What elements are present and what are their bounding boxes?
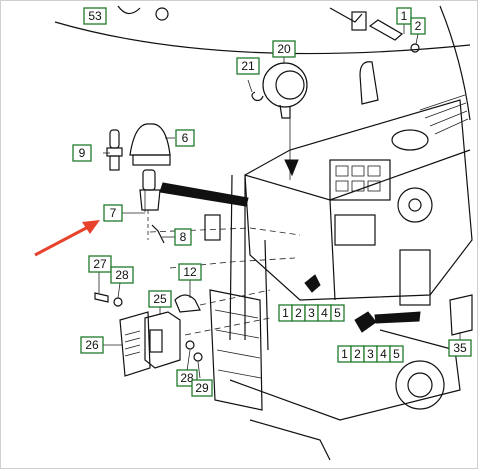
svg-text:25: 25 bbox=[153, 292, 167, 306]
svg-text:28: 28 bbox=[115, 268, 129, 282]
bracket-part bbox=[151, 224, 165, 244]
svg-text:29: 29 bbox=[195, 381, 209, 395]
callout-1-mid: 1 bbox=[278, 304, 293, 322]
callout-9: 9 bbox=[72, 144, 92, 162]
svg-text:35: 35 bbox=[453, 341, 467, 355]
callout-8: 8 bbox=[174, 228, 192, 246]
callout-2-low: 2 bbox=[350, 345, 365, 363]
control-boxes bbox=[119, 311, 203, 377]
callout-3-mid: 3 bbox=[304, 304, 319, 322]
callout-4-mid: 4 bbox=[317, 304, 332, 322]
svg-text:9: 9 bbox=[79, 146, 86, 160]
callout-2-mid: 2 bbox=[291, 304, 306, 322]
red-arrow bbox=[34, 220, 100, 257]
svg-text:4: 4 bbox=[321, 306, 328, 320]
svg-text:1: 1 bbox=[282, 306, 289, 320]
callout-1-low: 1 bbox=[337, 345, 352, 363]
callout-leaders bbox=[98, 24, 461, 379]
callout-4-low: 4 bbox=[376, 345, 391, 363]
top-right-curve bbox=[439, 5, 471, 121]
callout-25: 25 bbox=[148, 290, 172, 308]
pointer-down bbox=[284, 159, 299, 177]
svg-text:27: 27 bbox=[93, 257, 107, 271]
callout-53: 53 bbox=[83, 7, 107, 25]
svg-text:7: 7 bbox=[110, 206, 117, 220]
connector-mid bbox=[304, 274, 321, 293]
callout-2-top: 2 bbox=[410, 17, 426, 35]
svg-text:1: 1 bbox=[341, 347, 348, 361]
top-parts bbox=[117, 5, 420, 53]
callout-35: 35 bbox=[448, 339, 472, 357]
svg-text:21: 21 bbox=[241, 59, 255, 73]
pointer-arrow-low bbox=[374, 311, 421, 324]
svg-text:1: 1 bbox=[401, 9, 408, 23]
part-12 bbox=[174, 294, 201, 313]
callout-27: 27 bbox=[88, 255, 112, 273]
callout-5-low: 5 bbox=[389, 345, 404, 363]
svg-text:53: 53 bbox=[88, 9, 102, 23]
svg-text:8: 8 bbox=[180, 230, 187, 244]
svg-text:20: 20 bbox=[277, 42, 291, 56]
svg-text:2: 2 bbox=[354, 347, 361, 361]
callout-5-mid: 5 bbox=[330, 304, 345, 322]
svg-text:4: 4 bbox=[380, 347, 387, 361]
callout-28-top: 28 bbox=[110, 266, 134, 284]
callout-20: 20 bbox=[272, 40, 296, 58]
svg-text:3: 3 bbox=[367, 347, 374, 361]
svg-text:5: 5 bbox=[334, 306, 341, 320]
callout-3-low: 3 bbox=[363, 345, 378, 363]
svg-text:2: 2 bbox=[295, 306, 302, 320]
pointer-arrow bbox=[159, 182, 249, 207]
svg-text:6: 6 bbox=[182, 131, 189, 145]
callout-29: 29 bbox=[191, 379, 213, 397]
callout-7: 7 bbox=[103, 204, 123, 222]
svg-text:26: 26 bbox=[85, 338, 99, 352]
callout-1-top: 1 bbox=[396, 7, 412, 25]
callout-6: 6 bbox=[175, 129, 195, 147]
svg-text:28: 28 bbox=[180, 371, 194, 385]
bulb-part bbox=[106, 129, 123, 171]
svg-text:5: 5 bbox=[393, 347, 400, 361]
beacon-lamp bbox=[129, 123, 171, 211]
svg-text:2: 2 bbox=[415, 19, 422, 33]
callout-12: 12 bbox=[178, 263, 202, 281]
svg-text:3: 3 bbox=[308, 306, 315, 320]
callout-21: 21 bbox=[236, 57, 260, 75]
top-arc bbox=[54, 21, 471, 55]
horn-part bbox=[251, 62, 308, 119]
callout-26: 26 bbox=[80, 336, 104, 354]
svg-text:12: 12 bbox=[183, 265, 197, 279]
